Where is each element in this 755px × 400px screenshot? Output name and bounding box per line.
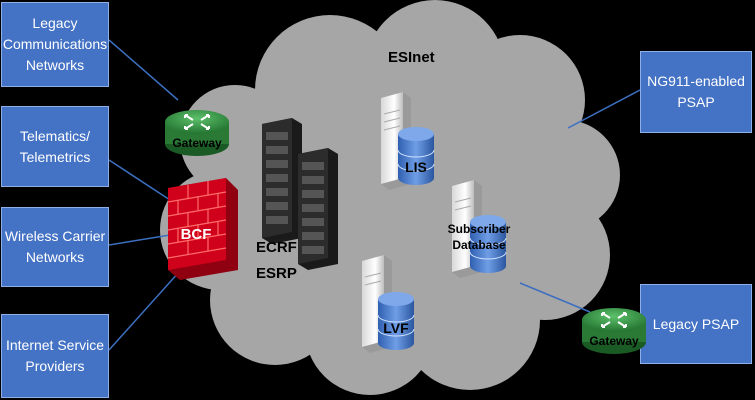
box-label: Internet Service Providers	[5, 337, 105, 374]
lis-label: LIS	[405, 159, 427, 175]
esinet-label: ESInet	[388, 49, 435, 66]
box-label: Legacy Communications Networks	[2, 15, 108, 73]
connector-lines	[108, 39, 641, 351]
ecrf-esrp-server-racks-icon	[262, 118, 338, 270]
bcf-firewall-icon: BCF	[167, 178, 238, 280]
line-gateway-to-legacy-psap	[519, 282, 591, 313]
ng911-psap-box: NG911-enabled PSAP	[640, 51, 752, 133]
lis-server-database-icon: LIS	[381, 92, 435, 190]
internet-service-providers-box: Internet Service Providers	[1, 314, 109, 398]
wireless-carrier-networks-box: Wireless Carrier Networks	[1, 207, 109, 287]
database-label: Database	[452, 238, 506, 252]
gateway-label: Gateway	[172, 136, 222, 150]
box-label: Legacy PSAP	[652, 315, 740, 332]
line-telematics-to-bcf	[108, 159, 171, 201]
box-label: Telematics/ Telemetrics	[19, 127, 91, 165]
legacy-psap-box: Legacy PSAP	[640, 284, 752, 364]
subscriber-label: Subscriber	[448, 222, 511, 236]
line-isp-to-bcf	[108, 261, 189, 351]
line-legacy-to-gateway	[108, 39, 179, 101]
lvf-server-database-icon: LVF	[362, 255, 415, 353]
box-label: NG911-enabled PSAP	[647, 73, 745, 110]
box-label: Wireless Carrier Networks	[4, 228, 106, 265]
ecrf-label: ECRF	[256, 239, 297, 256]
subscriber-database-icon: Subscriber Database	[448, 180, 511, 278]
esrp-label: ESRP	[256, 265, 297, 282]
line-wireless-to-bcf	[108, 234, 171, 246]
gateway-router-icon: Gateway	[165, 110, 229, 156]
telematics-box: Telematics/ Telemetrics	[1, 106, 109, 187]
gateway-label: Gateway	[589, 334, 639, 348]
gateway-router-icon: Gateway	[582, 308, 646, 354]
legacy-communications-networks-box: Legacy Communications Networks	[1, 2, 109, 87]
bcf-label: BCF	[181, 226, 212, 243]
line-ng911-to-cloud	[567, 89, 641, 129]
lvf-label: LVF	[383, 320, 409, 336]
